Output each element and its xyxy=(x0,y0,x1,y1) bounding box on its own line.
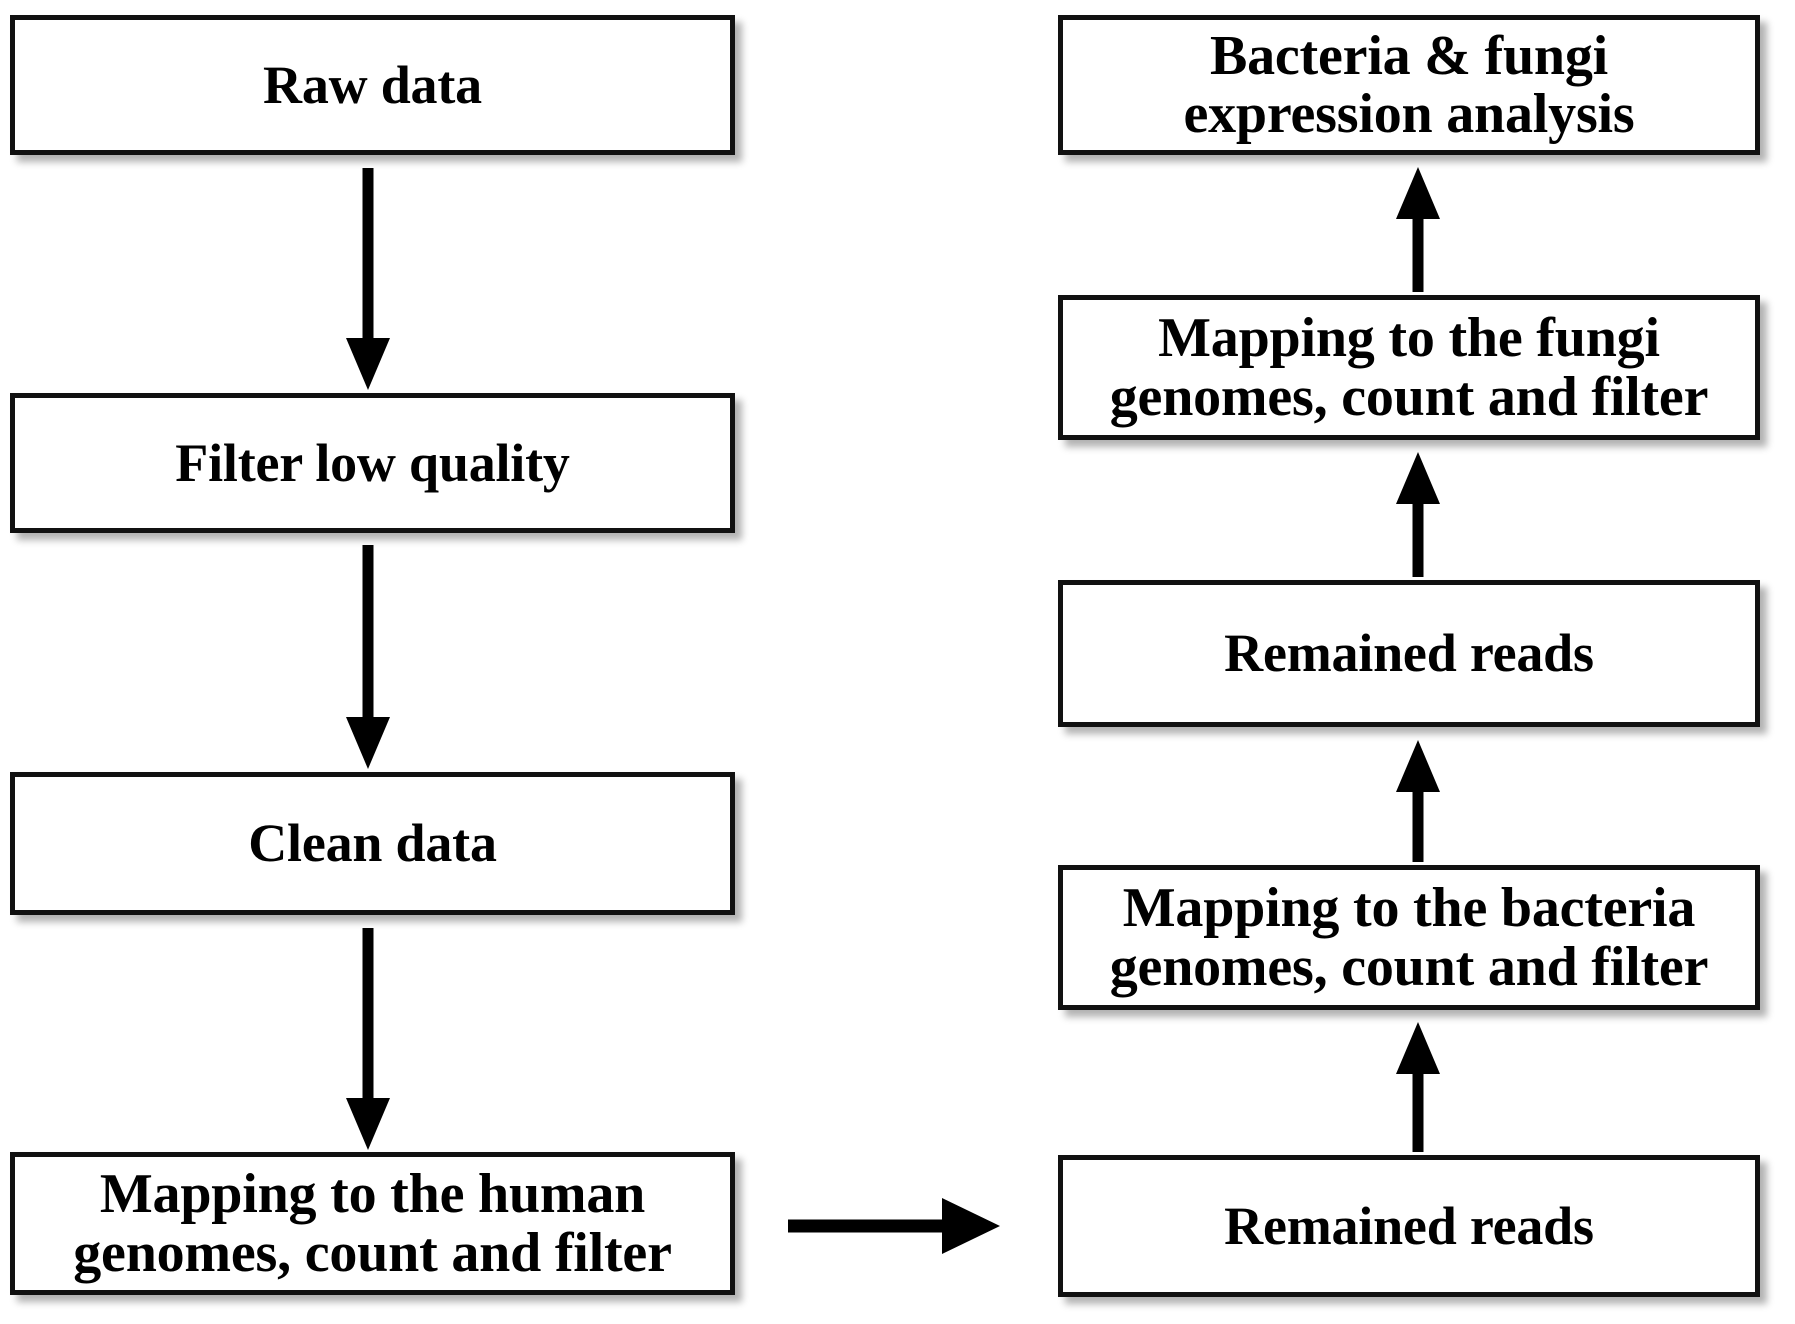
flow-node-label-mapping-human-genomes: Mapping to the human genomes, count and … xyxy=(73,1163,672,1284)
arrow-clean-data-to-mapping-human-genomes xyxy=(346,928,390,1150)
arrow-shaft xyxy=(362,168,374,344)
arrow-head-icon xyxy=(1396,452,1440,504)
arrow-shaft xyxy=(362,928,374,1104)
arrow-head-icon xyxy=(1396,1022,1440,1074)
flow-node-label-remained-reads-lower: Remained reads xyxy=(1224,1195,1594,1256)
arrow-shaft xyxy=(362,545,374,723)
arrow-shaft xyxy=(1412,1068,1424,1152)
flow-node-filter-low-quality[interactable]: Filter low quality xyxy=(10,393,735,533)
flow-node-label-raw-data: Raw data xyxy=(263,54,482,115)
arrow-raw-data-to-filter-low-quality xyxy=(346,168,390,390)
flow-node-remained-reads-lower[interactable]: Remained reads xyxy=(1058,1155,1760,1297)
arrow-remained-reads-upper-to-mapping-fungi-genomes xyxy=(1396,452,1440,577)
flow-node-mapping-bacteria-genomes[interactable]: Mapping to the bacteria genomes, count a… xyxy=(1058,865,1760,1010)
flow-node-label-mapping-bacteria-genomes: Mapping to the bacteria genomes, count a… xyxy=(1109,877,1709,998)
flow-node-bacteria-fungi-expression-analysis[interactable]: Bacteria & fungi expression analysis xyxy=(1058,15,1760,155)
arrow-mapping-bacteria-genomes-to-remained-reads-upper xyxy=(1396,740,1440,862)
flow-node-mapping-human-genomes[interactable]: Mapping to the human genomes, count and … xyxy=(10,1152,735,1295)
flow-node-mapping-fungi-genomes[interactable]: Mapping to the fungi genomes, count and … xyxy=(1058,295,1760,440)
arrow-head-icon xyxy=(346,1098,390,1150)
arrow-head-icon xyxy=(942,1198,1000,1254)
flow-node-label-remained-reads-upper: Remained reads xyxy=(1224,623,1594,684)
flow-node-label-clean-data: Clean data xyxy=(248,813,497,874)
arrow-remained-reads-lower-to-mapping-bacteria-genomes xyxy=(1396,1022,1440,1152)
arrow-shaft xyxy=(1412,498,1424,577)
flow-node-raw-data[interactable]: Raw data xyxy=(10,15,735,155)
flow-node-label-bacteria-fungi-expression-analysis: Bacteria & fungi expression analysis xyxy=(1183,24,1635,145)
arrow-shaft xyxy=(1412,786,1424,862)
arrow-mapping-fungi-genomes-to-bacteria-fungi-expression-analysis xyxy=(1396,167,1440,292)
arrow-head-icon xyxy=(1396,167,1440,219)
arrow-filter-low-quality-to-clean-data xyxy=(346,545,390,769)
flow-node-label-mapping-fungi-genomes: Mapping to the fungi genomes, count and … xyxy=(1109,307,1709,428)
arrow-shaft xyxy=(1412,213,1424,292)
arrow-head-icon xyxy=(346,338,390,390)
arrow-head-icon xyxy=(1396,740,1440,792)
arrow-mapping-human-genomes-to-remained-reads-lower xyxy=(788,1198,1000,1254)
flow-node-label-filter-low-quality: Filter low quality xyxy=(175,432,570,493)
arrow-shaft xyxy=(788,1219,956,1233)
flow-node-remained-reads-upper[interactable]: Remained reads xyxy=(1058,580,1760,727)
flow-node-clean-data[interactable]: Clean data xyxy=(10,772,735,915)
arrow-head-icon xyxy=(346,717,390,769)
